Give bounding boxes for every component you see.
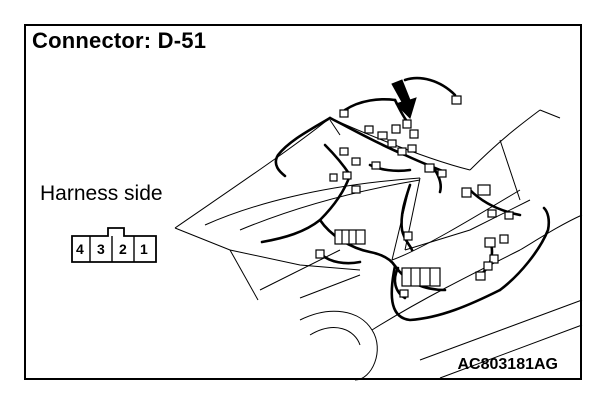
pin-label: 4 (76, 241, 84, 257)
harness-connectors (315, 95, 514, 298)
harness-side-label: Harness side (40, 182, 163, 205)
vehicle-body-outline (174, 109, 583, 381)
figure-frame (24, 24, 582, 380)
pin-label: 2 (119, 241, 127, 257)
connector-face: 4 3 2 1 (71, 227, 157, 263)
location-arrow-icon (391, 79, 417, 119)
pin-label: 3 (97, 241, 105, 257)
figure-code: AC803181AG (457, 356, 559, 373)
pin-label: 1 (140, 241, 148, 257)
connector-title: Connector: D-51 (32, 28, 207, 53)
